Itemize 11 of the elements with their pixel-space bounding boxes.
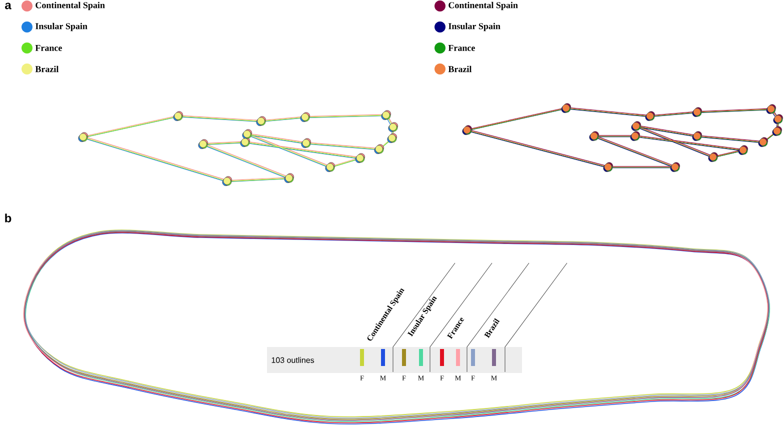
legend-label: Insular Spain [36, 22, 88, 32]
legend-title: 103 outlines [272, 357, 314, 363]
legend-label: Insular Spain [448, 22, 500, 32]
legend-label: Continental Spain [448, 2, 518, 10]
panel-label: a [5, 2, 12, 10]
legend-label: France [448, 45, 475, 51]
legend-label: Continental Spain [36, 2, 105, 10]
legend-label: Brazil [35, 66, 59, 72]
legend-label: Brazil [448, 66, 472, 72]
panel-label: b [5, 214, 12, 222]
legend-label: France [35, 45, 62, 51]
